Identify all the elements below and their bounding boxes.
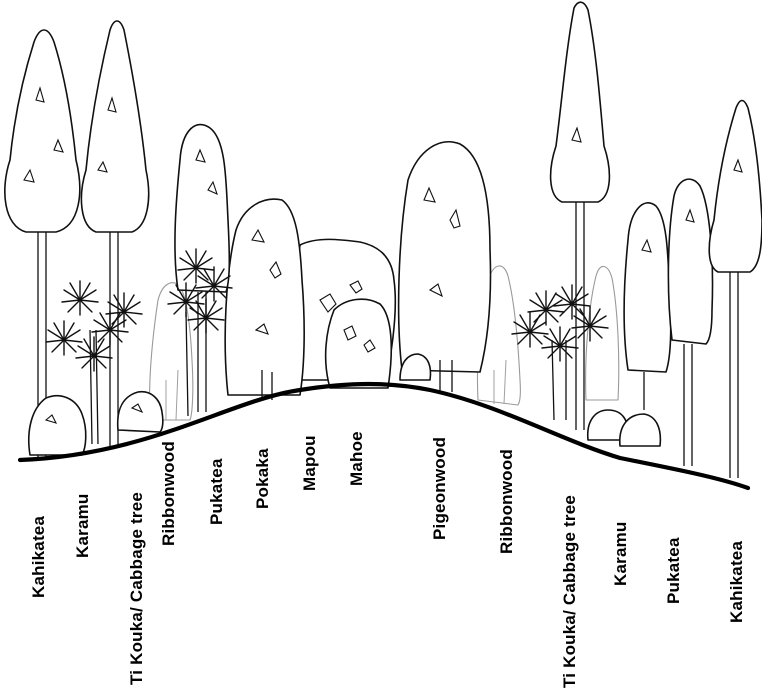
- label-kahikatea-right: Kahikatea: [727, 540, 746, 623]
- label-pigeonwood: Pigeonwood: [430, 436, 449, 540]
- label-pokaka: Pokaka: [253, 448, 272, 509]
- pokaka-tree: [224, 198, 305, 400]
- label-ti-kouka-right: Ti Kouka/ Cabbage tree: [560, 494, 579, 688]
- cabbage-shrub-left: [116, 390, 164, 433]
- label-karamu-right: Karamu: [611, 521, 630, 586]
- mahoe-tree: [324, 298, 393, 389]
- ribbonwood-tree-far-right: [585, 265, 620, 401]
- karamu-shrub-left: [27, 394, 87, 456]
- karamu-shrub-right: [586, 409, 662, 447]
- ti-kouka-cabbage-tree-right: [511, 284, 609, 421]
- ground-line: [17, 381, 751, 491]
- kahikatea-tree-left: [4, 29, 81, 458]
- kahikatea-tree-far-right: [708, 99, 762, 478]
- kahikatea-tree-right-tall: [549, 1, 611, 430]
- label-pukatea-right: Pukatea: [664, 537, 683, 604]
- label-ribbonwood-right: Ribbonwood: [497, 449, 516, 554]
- label-pukatea-left: Pukatea: [207, 458, 226, 525]
- label-kahikatea-left: Kahikatea: [29, 515, 48, 598]
- label-ribbonwood-left: Ribbonwood: [159, 441, 178, 546]
- understory-shrub-center: [399, 353, 432, 381]
- karamu-tree-right: [623, 202, 672, 410]
- ti-kouka-cluster-pukatea: [167, 248, 233, 417]
- label-ti-kouka-left: Ti Kouka/ Cabbage tree: [127, 491, 146, 685]
- pukatea-tree-right: [667, 178, 714, 466]
- label-mahoe: Mahoe: [347, 431, 366, 486]
- pigeonwood-tree: [397, 141, 492, 392]
- label-mapou: Mapou: [300, 435, 319, 491]
- ti-kouka-cabbage-tree-left: [45, 280, 143, 445]
- label-karamu-left: Karamu: [73, 493, 92, 558]
